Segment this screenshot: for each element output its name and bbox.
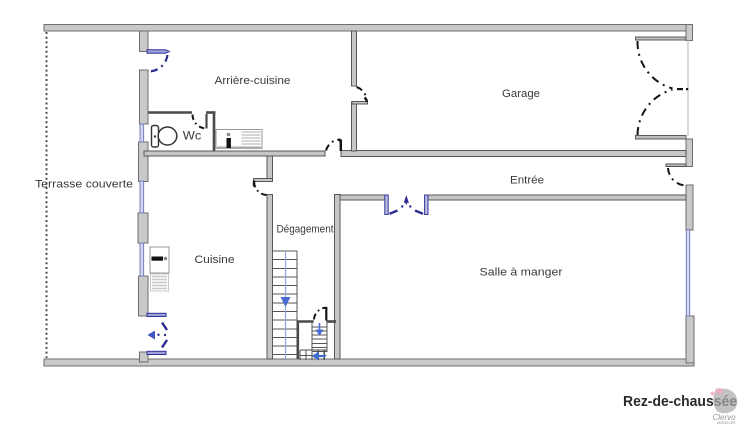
svg-text:Entrée: Entrée [510, 175, 544, 187]
svg-text:Arrière-cuisine: Arrière-cuisine [215, 75, 291, 87]
svg-text:Terrasse couverte: Terrasse couverte [35, 179, 133, 191]
svg-text:IMMOBILIER: IMMOBILIER [717, 421, 736, 425]
svg-text:Salle à manger: Salle à manger [480, 267, 563, 279]
svg-text:Rez-de-chaussée: Rez-de-chaussée [623, 393, 737, 410]
svg-text:Clervo: Clervo [712, 413, 736, 422]
svg-text:Cuisine: Cuisine [195, 254, 235, 266]
svg-text:Garage: Garage [502, 88, 540, 100]
svg-text:Wc: Wc [183, 129, 202, 143]
svg-text:Dégagement: Dégagement [277, 224, 334, 236]
